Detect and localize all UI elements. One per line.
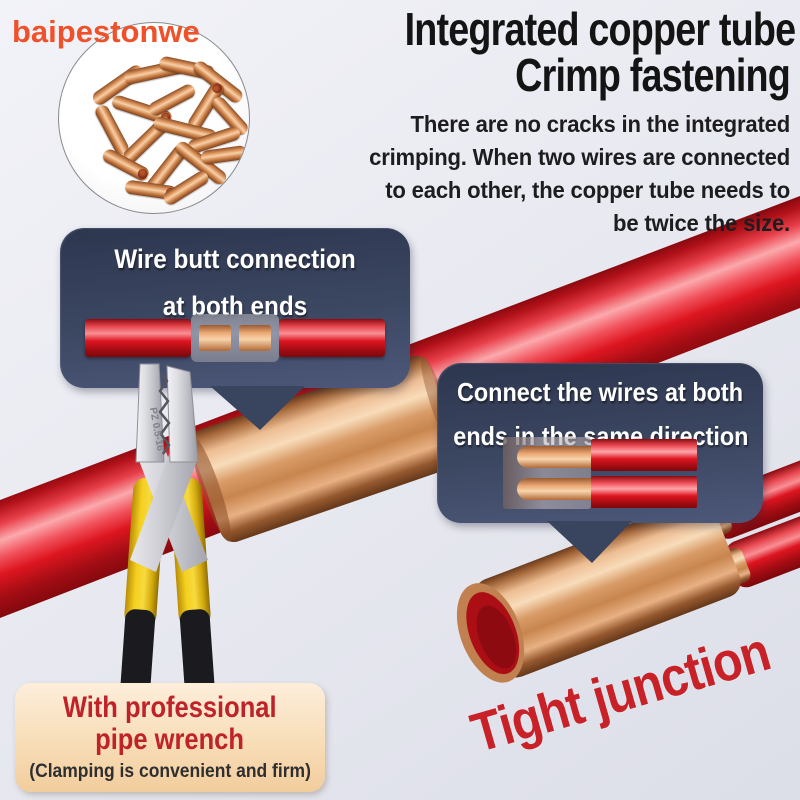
copper-ferrule <box>239 325 271 351</box>
pliers-pivot <box>138 452 208 572</box>
crimp-sleeve <box>503 437 591 509</box>
pliers-label-note: (Clamping is convenient and firm) <box>29 761 311 782</box>
red-wire <box>591 438 697 471</box>
header: Integrated copper tube Crimp fastening T… <box>320 3 796 240</box>
title-line-2: Crimp fastening <box>515 49 791 101</box>
description: There are no cracks in the integrated cr… <box>320 108 790 240</box>
tight-junction-text: Tight junction <box>464 619 776 765</box>
description-line: be twice the size. <box>613 210 790 236</box>
ferrule-open-end <box>136 167 150 181</box>
butt-connection-illustration <box>85 314 385 362</box>
same-direction-illustration <box>503 437 697 509</box>
callout-wire-butt: Wire butt connection at both ends <box>60 228 410 430</box>
brand-watermark: baipestonwe <box>12 14 200 49</box>
description-line: to each other, the copper tube needs to <box>385 177 790 203</box>
red-wires <box>591 437 697 509</box>
callout-wire-butt-line-1: Wire butt connection <box>114 244 356 274</box>
callout-same-direction: Connect the wires at both ends in the sa… <box>437 363 763 563</box>
description-line: crimping. When two wires are connected <box>369 144 790 170</box>
copper-ferrules-photo <box>58 22 250 214</box>
description-line: There are no cracks in the integrated <box>410 111 791 137</box>
copper-conductor <box>517 446 591 468</box>
pliers-label-line-1: With professional <box>63 691 277 724</box>
pliers-label-line-2: pipe wrench <box>95 723 245 756</box>
pliers-marking: PZ 0.5-16 <box>147 407 166 453</box>
tight-junction-caption: Tight junction <box>430 612 800 772</box>
pliers-pivot <box>130 452 198 572</box>
crimp-sleeve <box>191 314 279 362</box>
red-wire-right <box>279 319 385 357</box>
red-wire <box>591 475 697 508</box>
ferrule-open-end <box>210 81 225 96</box>
copper-ferrule <box>146 82 198 118</box>
red-wire-left <box>85 319 191 357</box>
crimping-pliers: PZ 0.5-16 <box>119 363 216 710</box>
pliers-handle-right <box>169 477 216 710</box>
pliers-label: With professional pipe wrench (Clamping … <box>15 683 325 792</box>
title-line-1: Integrated copper tube <box>404 3 796 55</box>
copper-ferrule <box>199 325 231 351</box>
copper-conductor <box>517 478 591 500</box>
pliers-handle-left <box>119 477 166 710</box>
callout-same-direction-line-1: Connect the wires at both <box>456 377 744 407</box>
